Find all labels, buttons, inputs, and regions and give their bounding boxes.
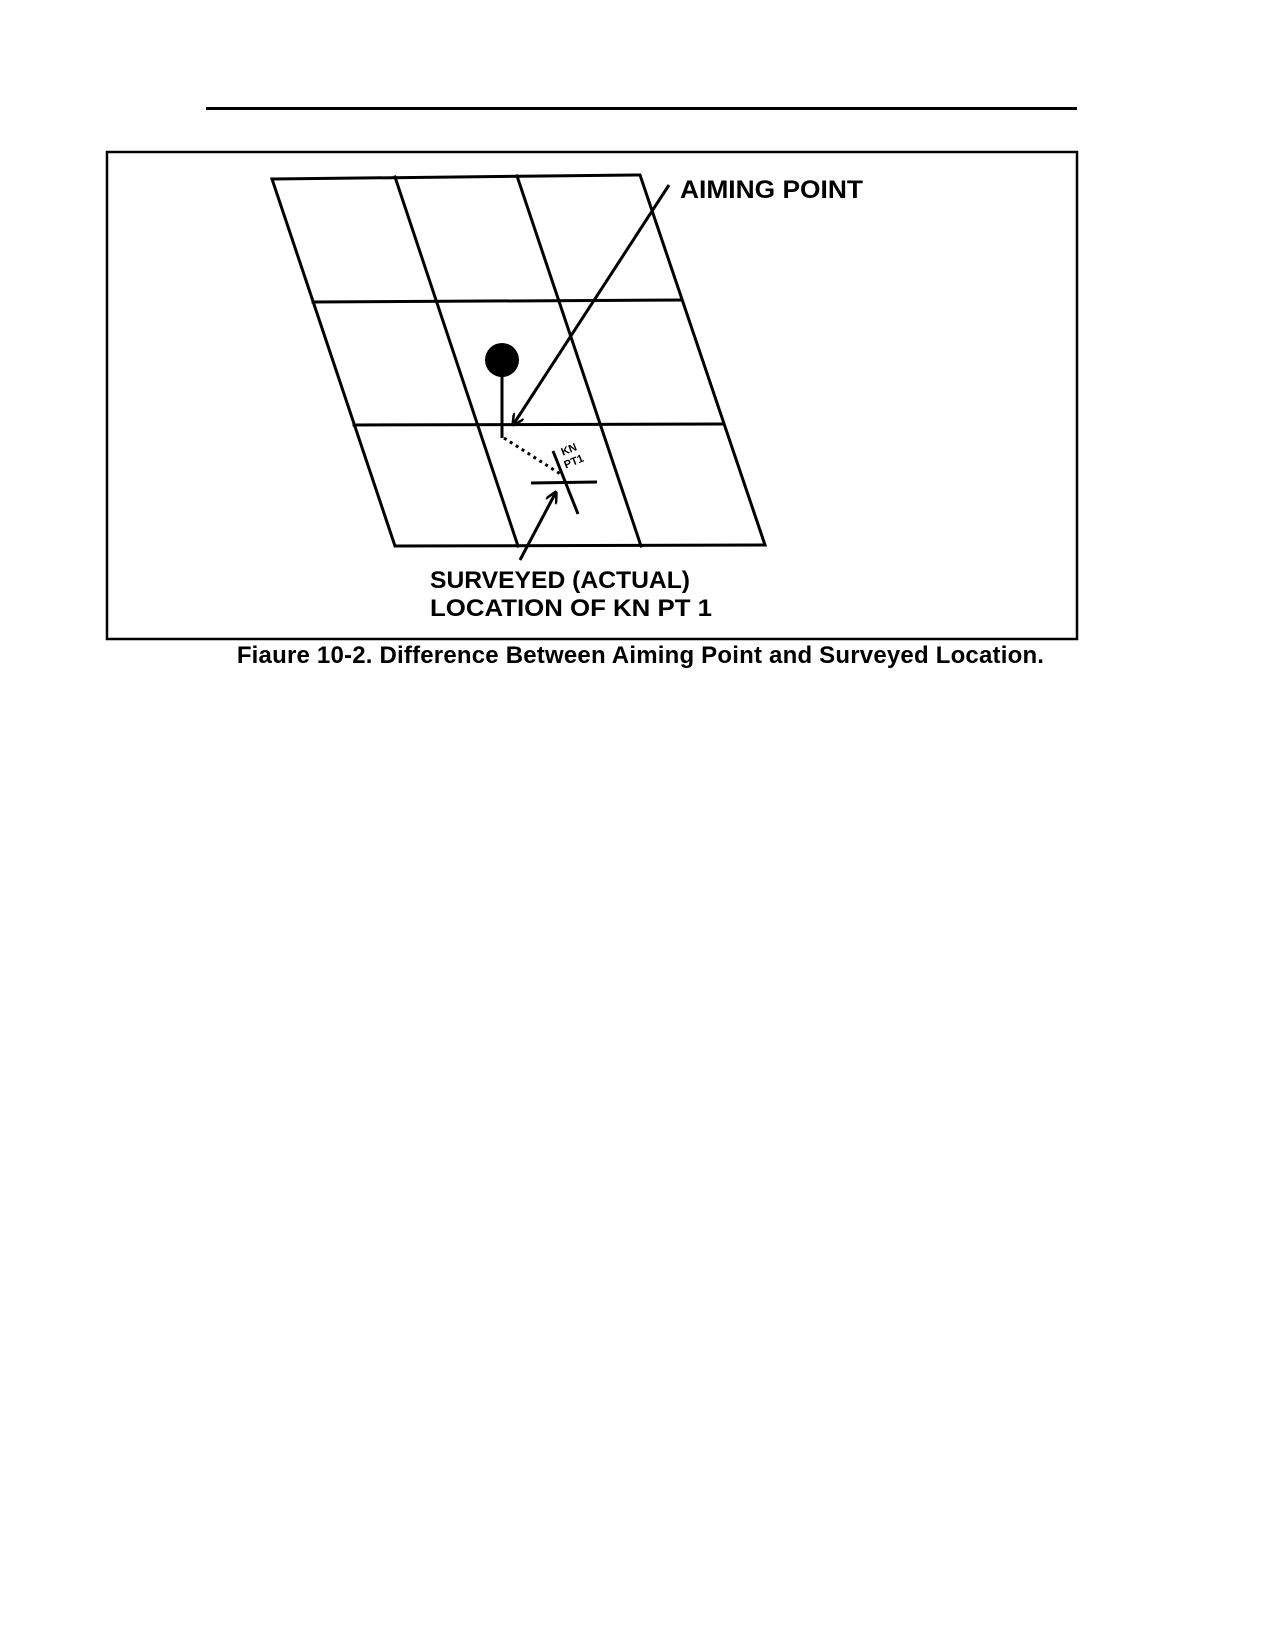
- offset-dotted-line: [503, 436, 563, 477]
- aiming-point-label: AIMING POINT: [680, 176, 863, 204]
- map-grid: [269, 173, 768, 548]
- kn-label-line1: KN: [560, 441, 579, 458]
- surveyed-location-crosshair: [530, 450, 598, 515]
- figure-caption: Fiaure 10-2. Difference Between Aiming P…: [236, 642, 1045, 669]
- surveyed-location-arrow: [518, 492, 556, 561]
- aiming-point-arrow: [513, 184, 671, 425]
- aiming-point-marker: [485, 343, 519, 438]
- grid-line-horizontal-2: [352, 422, 725, 427]
- grid-line-vertical-2: [515, 174, 643, 548]
- surveyed-location-label-line1: SURVEYED (ACTUAL): [430, 567, 690, 594]
- grid-line-horizontal-1: [311, 298, 683, 304]
- surveyed-location-label-line2: LOCATION OF KN PT 1: [430, 595, 712, 622]
- crosshair-diagonal: [551, 450, 580, 515]
- kn-pt1-label: KN PT1: [560, 441, 586, 471]
- figure-frame: [105, 150, 1079, 641]
- page-header-rule: [206, 107, 1077, 110]
- aiming-point-dot: [485, 343, 519, 377]
- grid-line-vertical-1: [393, 175, 520, 548]
